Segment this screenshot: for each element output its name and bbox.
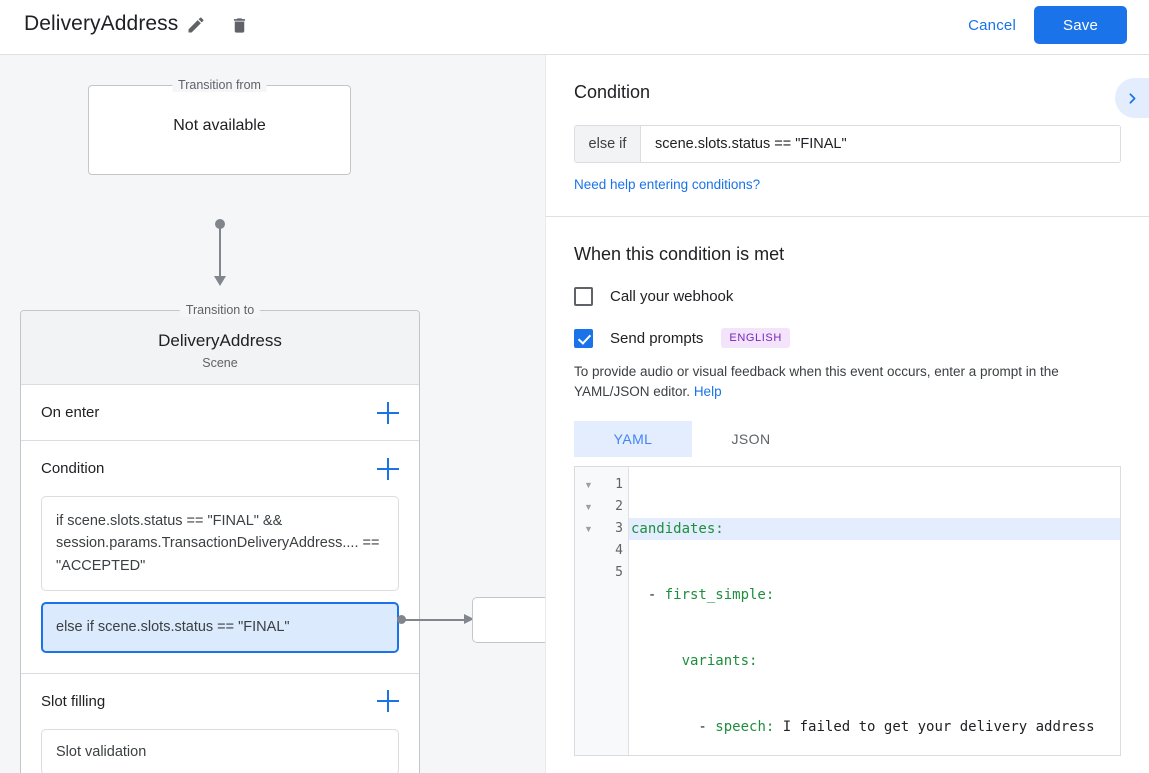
code-line: - speech: I failed to get your delivery … [629, 716, 1120, 738]
line-number: 1 [615, 477, 623, 493]
call-webhook-label: Call your webhook [610, 288, 734, 305]
chevron-right-icon [1129, 92, 1135, 104]
send-prompts-row[interactable]: Send prompts ENGLISH [574, 328, 1121, 348]
connector-line [219, 224, 221, 278]
code-indent: - [631, 719, 716, 736]
code-key: candidates: [631, 521, 724, 538]
line-number: 3 [615, 521, 623, 537]
add-slot-filling-button[interactable] [377, 690, 399, 713]
code-key: speech: [715, 719, 775, 736]
code-line: - first_simple: [629, 584, 1120, 606]
section-condition: Condition if scene.slots.status == "FINA… [21, 441, 419, 674]
add-on-enter-button[interactable] [377, 401, 399, 424]
fold-arrow-3[interactable]: ▼ [584, 524, 593, 535]
slot-validation-item[interactable]: Slot validation [41, 728, 399, 773]
send-prompts-label: Send prompts [610, 329, 704, 347]
webhook-row[interactable]: Call your webhook [574, 287, 1121, 306]
tab-json[interactable]: JSON [731, 431, 771, 448]
section-on-enter: On enter [21, 385, 419, 441]
edit-icon[interactable] [183, 12, 209, 38]
condition-item-selected[interactable]: else if scene.slots.status == "FINAL" [41, 602, 399, 653]
condition-prefix: else if [575, 126, 641, 162]
page-title: DeliveryAddress [24, 12, 179, 35]
editor-gutter: 1 2 3 4 5 [602, 467, 629, 756]
send-prompts-checkbox[interactable] [574, 328, 593, 348]
fold-arrow-4 [575, 540, 602, 562]
code-line: variants: [629, 650, 1120, 672]
transition-from-card[interactable]: Transition from Not available [88, 78, 351, 175]
code-indent: - [631, 587, 665, 604]
call-webhook-checkbox[interactable] [574, 287, 593, 306]
scene-name: DeliveryAddress [158, 331, 282, 350]
condition-item[interactable]: if scene.slots.status == "FINAL" && sess… [41, 496, 399, 592]
code-indent [631, 653, 682, 669]
when-condition-met-block: When this condition is met Call your web… [546, 217, 1149, 757]
outgoing-connector-dot [397, 615, 406, 624]
transition-from-value: Not available [173, 117, 266, 134]
editor-fold-column: ▼ ▼ ▼ [575, 467, 602, 756]
save-button[interactable]: Save [1034, 6, 1127, 44]
section-title-on-enter: On enter [41, 404, 100, 421]
transition-to-card: Transition to DeliveryAddress Scene On e… [20, 303, 420, 773]
line-number: 4 [615, 543, 623, 559]
condition-block: Condition else if scene.slots.status == … [546, 55, 1149, 216]
transition-to-legend: Transition to [179, 303, 261, 317]
condition-heading: Condition [574, 82, 651, 102]
pencil-icon [188, 17, 204, 33]
scene-graph-canvas[interactable]: Transition from Not available Transition… [0, 55, 545, 773]
detail-panel: Condition else if scene.slots.status == … [545, 55, 1149, 773]
language-badge: ENGLISH [721, 328, 790, 348]
add-condition-button[interactable] [377, 457, 399, 480]
outgoing-connector-line [404, 619, 468, 621]
yaml-editor[interactable]: ▼ ▼ ▼ 1 2 3 4 5 candidates: - first_simp… [574, 466, 1121, 757]
code-key: first_simple: [664, 587, 775, 604]
editor-code-area[interactable]: candidates: - first_simple: variants: - … [629, 467, 1120, 755]
panel-divider [546, 216, 1149, 217]
app-header: DeliveryAddress Cancel Save [0, 0, 1149, 55]
section-title-slot-filling: Slot filling [41, 692, 106, 710]
condition-help-link[interactable]: Need help entering conditions? [574, 177, 761, 192]
scene-header: DeliveryAddress Scene [21, 311, 419, 385]
transition-from-legend: Transition from [172, 78, 267, 92]
condition-expression-input[interactable]: scene.slots.status == "FINAL" [641, 126, 1120, 162]
fold-arrow-2[interactable]: ▼ [584, 502, 593, 513]
delete-icon[interactable] [226, 12, 252, 38]
section-slot-filling: Slot filling Slot validation Transaction… [21, 674, 419, 773]
cancel-button[interactable]: Cancel [958, 11, 1026, 40]
condition-input-row[interactable]: else if scene.slots.status == "FINAL" [574, 125, 1121, 163]
fold-arrow-1[interactable]: ▼ [584, 480, 593, 491]
section-title-condition: Condition [41, 460, 105, 477]
tab-yaml[interactable]: YAML [574, 421, 692, 458]
editor-format-tabs: YAML JSON [574, 421, 1121, 458]
next-node-card[interactable] [472, 597, 545, 643]
prompts-description: To provide audio or visual feedback when… [574, 362, 1121, 401]
scene-type: Scene [202, 356, 238, 370]
collapse-panel-button[interactable] [1115, 78, 1149, 118]
when-condition-met-heading: When this condition is met [574, 244, 785, 264]
prompts-help-link[interactable]: Help [693, 383, 722, 399]
fold-arrow-5 [575, 562, 602, 584]
code-key: variants: [681, 653, 758, 670]
connector-arrow [214, 276, 226, 286]
trash-icon [233, 17, 245, 33]
line-number: 5 [615, 565, 623, 581]
code-line: candidates: [629, 518, 1120, 541]
line-number: 2 [615, 499, 623, 515]
code-value: I failed to get your delivery address [774, 719, 1095, 736]
outgoing-connector-arrow [464, 614, 474, 624]
prompts-description-text: To provide audio or visual feedback when… [574, 364, 1059, 399]
